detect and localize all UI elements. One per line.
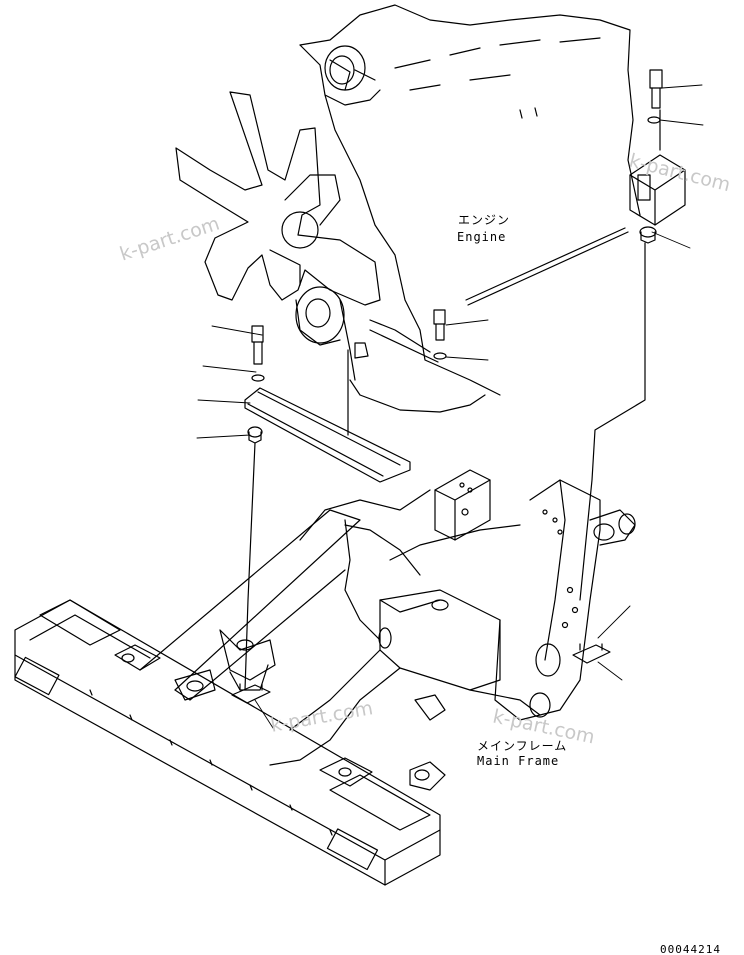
rear-engine-mount	[579, 69, 686, 601]
drawing-number: 00044214	[660, 943, 721, 955]
engine-label-jp: エンジン	[458, 213, 511, 227]
cooling-fan	[175, 91, 381, 306]
engine-label-en: Engine	[457, 230, 507, 244]
main-frame-label-en: Main Frame	[477, 754, 560, 768]
main-frame	[14, 469, 636, 886]
main-frame-label-jp: メインフレーム	[477, 739, 568, 753]
engine-block	[295, 4, 641, 413]
callout-leaders	[196, 84, 704, 729]
front-engine-bracket	[244, 227, 629, 691]
